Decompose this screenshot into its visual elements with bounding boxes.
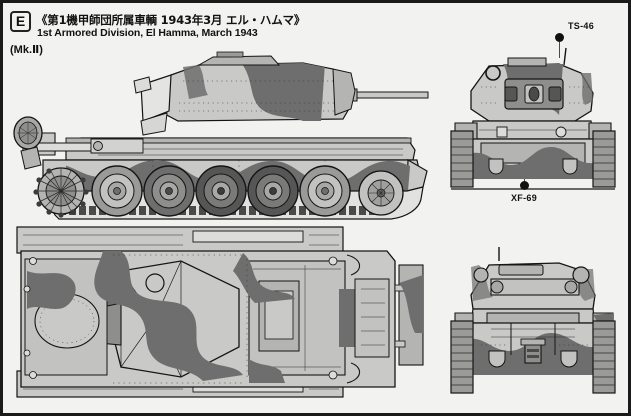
callout-leader-line-ts-46 — [559, 42, 560, 58]
tank-artwork — [13, 47, 616, 398]
callout-dot-xf-69 — [520, 181, 529, 190]
road-wheels — [91, 165, 351, 217]
rear-stowage-disc — [13, 116, 43, 150]
callout-dot-ts-46 — [555, 33, 564, 42]
title-japanese: 《第1機甲師団所属車輌 1943年3月 エル・ハムマ》 — [36, 13, 306, 27]
view-plan-top — [16, 226, 424, 398]
idler-wheel — [358, 170, 404, 216]
front-track-left — [450, 130, 474, 188]
callout-leader-line-xf-69 — [524, 165, 525, 182]
section-letter: E — [15, 13, 26, 29]
view-rear-elevation — [450, 247, 616, 394]
title-english: 1st Armored Division, El Hamma, March 19… — [37, 27, 258, 39]
callout-label-ts-46: TS-46 — [568, 21, 595, 31]
track-links — [59, 206, 386, 215]
drive-sprocket — [37, 167, 85, 215]
sprocket-teeth — [33, 168, 89, 218]
view-front-elevation — [450, 47, 616, 190]
section-letter-badge: E — [10, 11, 31, 32]
variant-label: (Mk.Ⅱ) — [10, 44, 43, 56]
rear-track-right — [592, 320, 616, 394]
view-side-elevation — [13, 51, 429, 220]
front-track-right — [592, 130, 616, 188]
rear-track-left — [450, 320, 474, 394]
callout-label-xf-69: XF-69 — [511, 193, 538, 203]
sheet-header: E 《第1機甲師団所属車輌 1943年3月 エル・ハムマ》 1st Armore… — [3, 3, 628, 61]
